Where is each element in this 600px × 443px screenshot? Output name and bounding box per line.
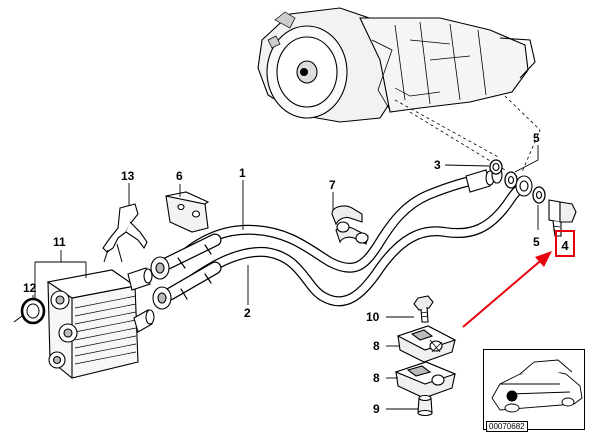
callout-8-lower: 8 (373, 371, 380, 385)
vehicle-thumbnail (491, 359, 583, 413)
rubber-grommet (417, 394, 433, 417)
callout-6: 6 (176, 169, 183, 183)
bracket-clip (102, 203, 148, 263)
callout-2: 2 (244, 306, 251, 320)
oil-cooler (46, 267, 155, 379)
callout-3: 3 (434, 158, 441, 172)
pipe-holder-lower (394, 361, 457, 399)
callout-8-upper: 8 (373, 339, 380, 353)
callout-5-lower: 5 (533, 235, 540, 249)
callout-9: 9 (373, 402, 380, 416)
callout-leader-lines (32, 145, 539, 410)
highlighted-part-box: 4 (555, 230, 575, 257)
callout-13: 13 (121, 169, 135, 183)
callout-12: 12 (23, 281, 37, 295)
highlighted-part-label: 4 (561, 238, 569, 253)
callout-1: 1 (239, 166, 246, 180)
callout-5-upper: 5 (533, 131, 540, 145)
transmission (257, 7, 536, 123)
cooler-pipe-fittings (150, 256, 172, 310)
callout-10: 10 (366, 310, 380, 324)
mounting-bolt (413, 295, 434, 323)
pipe-holder-upper (396, 325, 457, 363)
mounting-bracket (165, 191, 210, 233)
oil-cooler-lines (161, 172, 529, 307)
callout-11: 11 (53, 235, 66, 249)
transmission-leader-lines (394, 95, 541, 173)
callout-7: 7 (329, 178, 336, 192)
highlight-arrow (462, 251, 552, 328)
transmission-end-fittings (465, 159, 577, 237)
pipe-clamp (331, 205, 369, 245)
diagram-reference-number: 00070682 (486, 421, 528, 432)
seal-ring (13, 297, 46, 325)
